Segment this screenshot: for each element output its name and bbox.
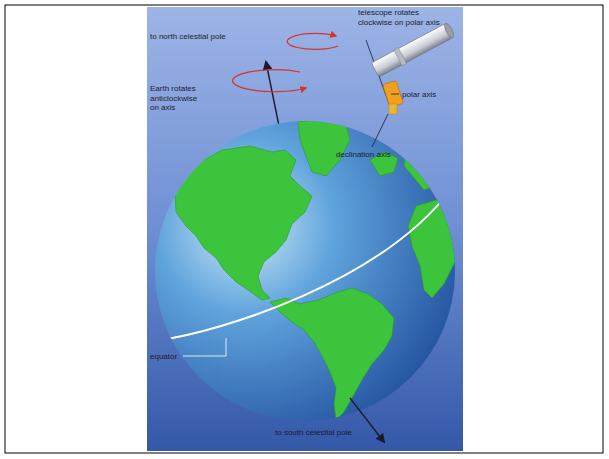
frame <box>5 5 603 453</box>
leader-line <box>372 114 388 147</box>
globe <box>155 121 455 421</box>
telescope <box>371 21 456 114</box>
callout-label: to north celestial pole <box>150 32 226 42</box>
sky-panel <box>147 7 463 451</box>
equator-line <box>160 188 452 340</box>
callout-label: Earth rotates anticlockwise on axis <box>150 84 206 113</box>
leader-line <box>183 338 226 356</box>
continents <box>175 118 460 420</box>
rotation-arrow <box>287 33 338 49</box>
callout-label: polar axis <box>402 90 436 100</box>
callout-label: declination axis <box>336 150 391 160</box>
rotation-arrow <box>232 70 306 92</box>
callout-label: to south celestial pole <box>275 428 352 438</box>
leader-line <box>391 94 399 95</box>
callout-label: equator <box>150 352 177 362</box>
callout-label: telescope rotates clockwise on polar axi… <box>358 8 454 27</box>
axis-arrow <box>350 398 384 442</box>
